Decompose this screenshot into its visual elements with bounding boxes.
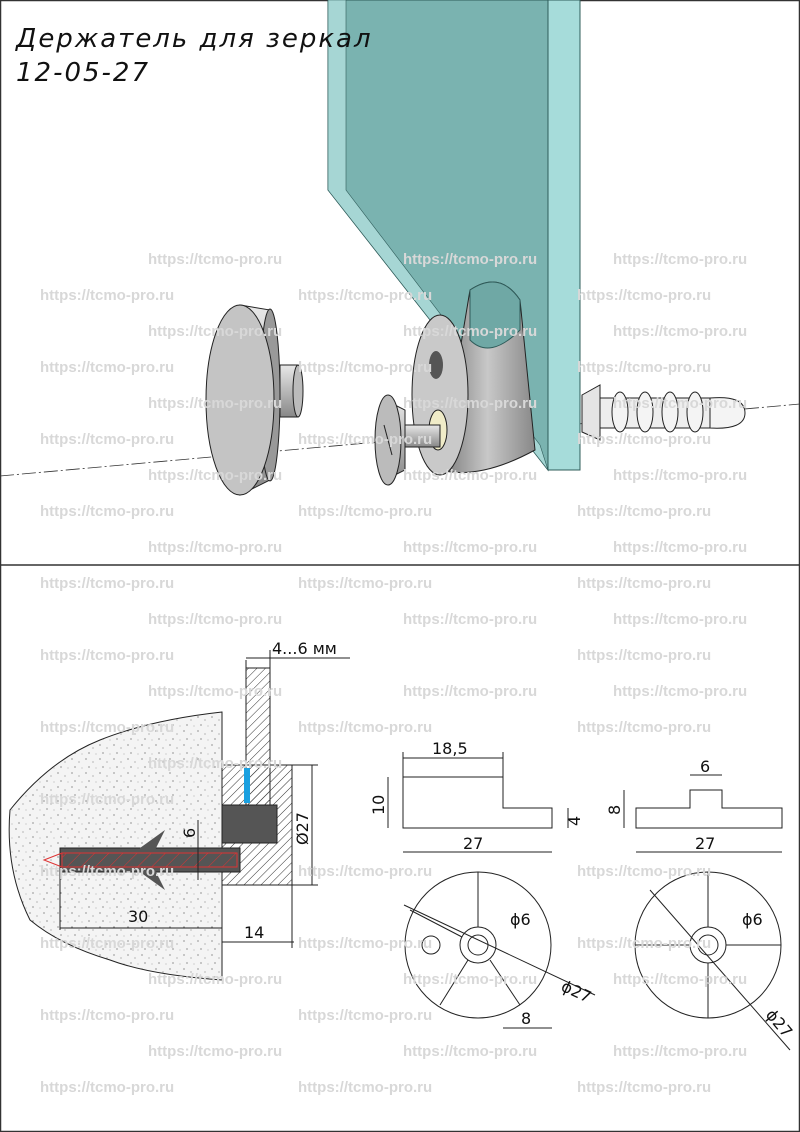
section-view: 4...6 мм Ø27 6 30 14: [8, 639, 350, 981]
cap-disk: [205, 304, 304, 496]
wall-concrete: [8, 711, 223, 981]
watermark-text: https://tcmo-pro.ru: [577, 1079, 711, 1096]
watermark-text: https://tcmo-pro.ru: [40, 1007, 174, 1024]
watermark-text: https://tcmo-pro.ru: [577, 863, 711, 880]
dim-hole: 6: [180, 828, 199, 838]
dim-depth: 30: [128, 907, 148, 926]
product-code: 12-05-27: [16, 58, 151, 88]
watermark-text: https://tcmo-pro.ru: [40, 503, 174, 520]
fixing-screw-section: [221, 804, 278, 844]
watermark-text: https://tcmo-pro.ru: [40, 575, 174, 592]
watermark-text: https://tcmo-pro.ru: [298, 935, 432, 952]
drawing-title: Держатель для зеркал: [16, 24, 373, 54]
watermark-text: https://tcmo-pro.ru: [148, 971, 282, 988]
watermark-text: https://tcmo-pro.ru: [148, 683, 282, 700]
watermark-text: https://tcmo-pro.ru: [40, 359, 174, 376]
gasket: [244, 768, 250, 803]
watermark-text: https://tcmo-pro.ru: [40, 647, 174, 664]
watermark-text: https://tcmo-pro.ru: [403, 611, 537, 628]
watermark-text: https://tcmo-pro.ru: [40, 863, 174, 880]
watermark-text: https://tcmo-pro.ru: [577, 647, 711, 664]
watermark-text: https://tcmo-pro.ru: [403, 539, 537, 556]
fixing-screw: [374, 394, 441, 486]
dim-offset: 8: [521, 1009, 531, 1028]
watermark-text: https://tcmo-pro.ru: [148, 395, 282, 412]
dim-glass-thickness: 4...6 мм: [272, 639, 337, 658]
watermark-text: https://tcmo-pro.ru: [577, 287, 711, 304]
watermark-text: https://tcmo-pro.ru: [577, 575, 711, 592]
watermark-text: https://tcmo-pro.ru: [613, 323, 747, 340]
watermark-text: https://tcmo-pro.ru: [40, 791, 174, 808]
dim-top-width: 18,5: [432, 739, 468, 758]
dim-width: 27: [463, 834, 483, 853]
watermark-text: https://tcmo-pro.ru: [148, 755, 282, 772]
dim-hole: ϕ6: [510, 910, 531, 929]
watermark-text: https://tcmo-pro.ru: [577, 935, 711, 952]
watermark-text: https://tcmo-pro.ru: [148, 611, 282, 628]
watermark-text: https://tcmo-pro.ru: [403, 395, 537, 412]
watermark-text: https://tcmo-pro.ru: [403, 683, 537, 700]
dim-height: 10: [369, 795, 388, 815]
watermark-text: https://tcmo-pro.ru: [577, 719, 711, 736]
watermark-text: https://tcmo-pro.ru: [613, 971, 747, 988]
watermark-text: https://tcmo-pro.ru: [40, 935, 174, 952]
dim-width: 27: [695, 834, 715, 853]
watermark-text: https://tcmo-pro.ru: [577, 359, 711, 376]
watermark-text: https://tcmo-pro.ru: [298, 431, 432, 448]
watermark-text: https://tcmo-pro.ru: [298, 503, 432, 520]
watermark-text: https://tcmo-pro.ru: [298, 863, 432, 880]
watermark-text: https://tcmo-pro.ru: [298, 359, 432, 376]
watermark-text: https://tcmo-pro.ru: [613, 611, 747, 628]
watermark-text: https://tcmo-pro.ru: [40, 287, 174, 304]
watermark-text: https://tcmo-pro.ru: [298, 287, 432, 304]
screw-tip: [42, 852, 63, 868]
watermark-text: https://tcmo-pro.ru: [148, 251, 282, 268]
watermark-text: https://tcmo-pro.ru: [148, 467, 282, 484]
dim-diameter: Ø27: [293, 812, 312, 845]
watermark-text: https://tcmo-pro.ru: [613, 683, 747, 700]
dim-boss-width: 6: [700, 757, 710, 776]
watermark-text: https://tcmo-pro.ru: [148, 539, 282, 556]
watermark-text: https://tcmo-pro.ru: [298, 1007, 432, 1024]
watermark-text: https://tcmo-pro.ru: [613, 251, 747, 268]
watermark-text: https://tcmo-pro.ru: [298, 1079, 432, 1096]
watermark-text: https://tcmo-pro.ru: [613, 539, 747, 556]
dim-height: 14: [244, 923, 264, 942]
watermark-layer: https://tcmo-pro.ru https://tcmo-pro.ru ht…: [40, 251, 747, 1096]
watermark-text: https://tcmo-pro.ru: [403, 1043, 537, 1060]
watermark-text: https://tcmo-pro.ru: [40, 431, 174, 448]
watermark-text: https://tcmo-pro.ru: [613, 395, 747, 412]
dim-hole: ϕ6: [742, 910, 763, 929]
watermark-text: https://tcmo-pro.ru: [298, 575, 432, 592]
watermark-text: https://tcmo-pro.ru: [577, 431, 711, 448]
part1-drawing: 18,5 10 27 4 ϕ6 ϕ27 8: [369, 739, 596, 1029]
watermark-text: https://tcmo-pro.ru: [403, 971, 537, 988]
watermark-text: https://tcmo-pro.ru: [40, 1079, 174, 1096]
watermark-text: https://tcmo-pro.ru: [148, 323, 282, 340]
dim-diameter: ϕ27: [762, 1005, 796, 1041]
dim-step: 4: [565, 816, 584, 826]
watermark-text: https://tcmo-pro.ru: [403, 323, 537, 340]
part2-drawing: 6 8 27 ϕ6 ϕ27: [605, 757, 796, 1051]
watermark-text: https://tcmo-pro.ru: [613, 467, 747, 484]
watermark-text: https://tcmo-pro.ru: [298, 719, 432, 736]
watermark-text: https://tcmo-pro.ru: [40, 719, 174, 736]
dim-height: 8: [605, 805, 624, 815]
glass-panel-side: [547, 0, 581, 471]
glass-panel-edge: [327, 0, 549, 471]
exploded-view: [0, 0, 800, 496]
watermark-text: https://tcmo-pro.ru: [403, 251, 537, 268]
watermark-text: https://tcmo-pro.ru: [577, 503, 711, 520]
dim-diameter: ϕ27: [558, 976, 594, 1006]
wall-dowel: [581, 384, 746, 441]
watermark-text: https://tcmo-pro.ru: [148, 1043, 282, 1060]
watermark-text: https://tcmo-pro.ru: [403, 467, 537, 484]
watermark-text: https://tcmo-pro.ru: [613, 1043, 747, 1060]
